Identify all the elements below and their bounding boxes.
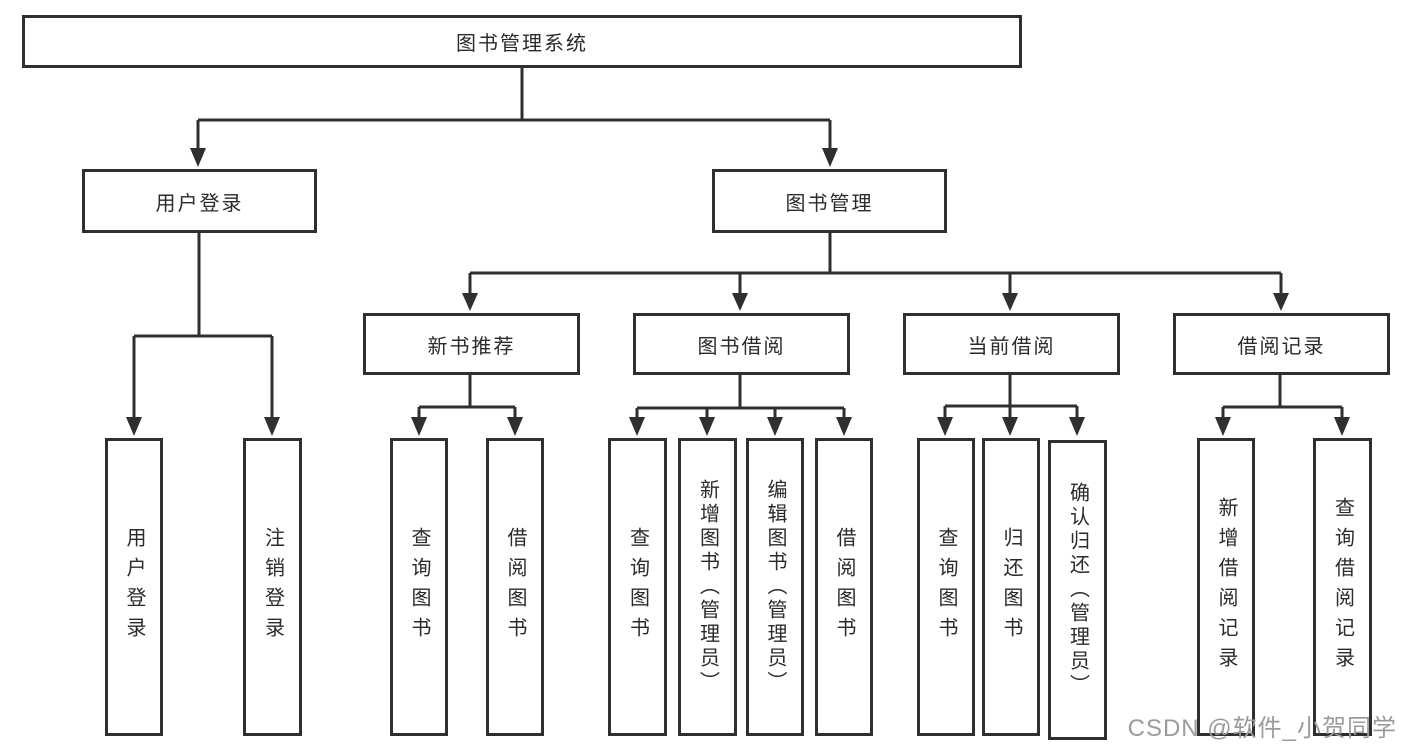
arrowhead	[507, 417, 523, 436]
leaf-add-borrow-record: 新增借阅记录	[1197, 438, 1255, 736]
arrowhead	[699, 417, 715, 436]
leaf-query-books-1: 查询图书	[390, 438, 448, 736]
connector-book-management-to-level3	[462, 233, 1289, 311]
csdn-watermark: CSDN @软件_小贺同学	[1127, 715, 1397, 742]
arrowhead	[836, 417, 852, 436]
connector-root-to-level2	[190, 68, 838, 167]
leaf-query-books-2: 查询图书	[608, 438, 667, 736]
arrowhead	[411, 417, 427, 436]
leaf-add-books-admin: 新增图书（管理员）	[678, 438, 737, 736]
arrowhead	[1273, 293, 1289, 311]
node-borrowing-records: 借阅记录	[1173, 313, 1390, 375]
arrowhead	[1002, 417, 1018, 436]
leaf-edit-books-admin: 编辑图书（管理员）	[746, 438, 804, 736]
arrowhead	[1002, 293, 1018, 311]
arrowhead	[190, 148, 206, 167]
arrowhead	[732, 293, 748, 311]
leaf-borrow-books-2: 借阅图书	[815, 438, 873, 736]
node-current-borrowing: 当前借阅	[903, 313, 1120, 375]
arrowhead	[462, 293, 478, 311]
connector-current-borrowing-to-children	[937, 375, 1085, 436]
node-book-management: 图书管理	[712, 169, 947, 233]
arrowhead	[1334, 417, 1350, 436]
leaf-logout: 注销登录	[243, 438, 302, 736]
leaf-query-borrow-record: 查询借阅记录	[1313, 438, 1372, 736]
arrowhead	[822, 148, 838, 167]
leaf-user-login: 用户登录	[105, 438, 163, 736]
connector-book-borrowing-to-children	[629, 375, 852, 436]
arrowhead	[629, 417, 645, 436]
node-new-book-recommendation: 新书推荐	[363, 313, 580, 375]
arrowhead	[1215, 417, 1231, 436]
arrowhead	[767, 417, 783, 436]
leaf-borrow-books-1: 借阅图书	[486, 438, 544, 736]
node-book-borrowing: 图书借阅	[633, 313, 850, 375]
arrowhead	[1069, 417, 1085, 436]
connector-borrowing-records-to-children	[1215, 375, 1350, 436]
arrowhead	[937, 417, 953, 436]
arrowhead	[264, 417, 280, 436]
node-root-system: 图书管理系统	[22, 15, 1022, 68]
leaf-return-books: 归还图书	[982, 438, 1040, 736]
connector-new-book-rec-to-children	[411, 375, 523, 436]
connector-user-login-to-children	[126, 233, 280, 436]
leaf-confirm-return-admin: 确认归还（管理员）	[1048, 440, 1107, 740]
arrowhead	[126, 417, 142, 436]
leaf-query-books-3: 查询图书	[917, 438, 975, 736]
node-user-login: 用户登录	[82, 169, 317, 233]
